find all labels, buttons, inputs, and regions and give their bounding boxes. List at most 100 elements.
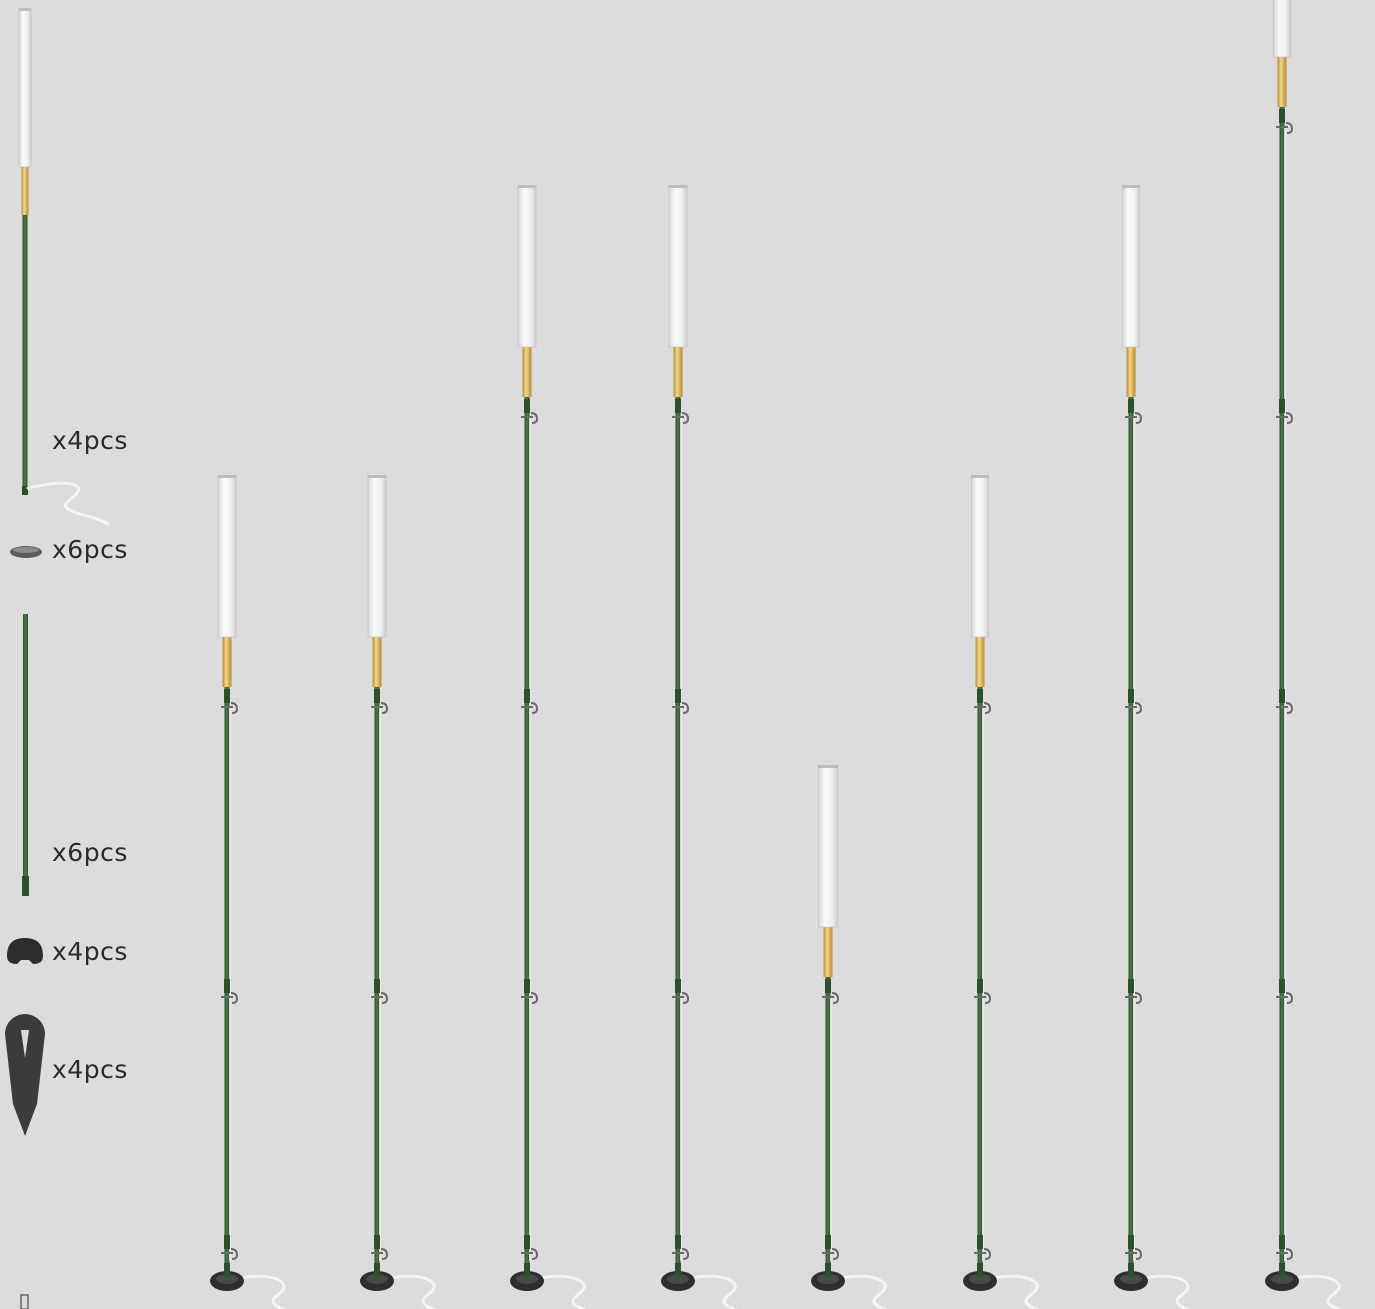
joint-clip [1125,1248,1143,1260]
green-pole [1128,397,1134,1271]
tube-cap [668,185,688,188]
base-plate-top [1271,1274,1293,1284]
brass-collar [222,637,232,687]
brass-collar [21,167,29,215]
ground-stake-part [5,1014,45,1136]
joint-clip [672,702,690,714]
base-clip [7,938,43,964]
joint-clip [672,412,690,424]
tube-cap [818,765,838,768]
stake-slot [21,1030,29,1058]
assembled-light [510,185,588,1309]
diffuser-tube [217,476,237,638]
pole-joint [374,689,380,703]
ground-stake-quantity: x4pcs [52,1055,128,1084]
pole-joint [675,1235,681,1249]
base-plate-top [1120,1274,1142,1284]
brass-collar [1277,57,1287,107]
connector-ring-part [10,546,42,558]
power-cable [686,1274,739,1309]
joint-clip [672,992,690,1004]
diffuser-tube [367,476,387,638]
assembled-light [1265,0,1343,1309]
base-plate-top [667,1274,689,1284]
tube-cap [217,475,237,478]
base-plate-top [216,1274,238,1284]
pole-joint [977,979,983,993]
pole-joint [1128,689,1134,703]
extension-pole [23,614,28,884]
base-stem [825,1263,831,1277]
assembled-light [963,475,1041,1309]
power-cable [535,1274,588,1309]
ground-stake [5,1014,45,1136]
power-cable [385,1274,438,1309]
power-cable [836,1274,889,1309]
parts-list [5,8,110,1309]
assembled-light [360,475,438,1309]
inner-cable [529,417,531,1261]
joint-clip [1276,1248,1294,1260]
power-cable [235,1274,288,1309]
brass-collar [522,347,532,397]
joint-clip [974,702,992,714]
base-stem [1279,1263,1285,1277]
pole-joint [1279,109,1285,123]
joint-clip [822,1248,840,1260]
pole-joint [675,399,681,413]
pole-joint [374,979,380,993]
diffuser-tube [971,476,989,638]
base-stem [374,1263,380,1277]
assembled-light [210,475,288,1309]
joint-clip [1276,412,1294,424]
base-plate-top [516,1274,538,1284]
base-clip-quantity: x4pcs [52,937,128,966]
pole-joint [374,1235,380,1249]
connector-ring-quantity: x6pcs [52,535,128,564]
power-cable [988,1274,1041,1309]
joint-clip [221,1248,239,1260]
joint-clip [1276,702,1294,714]
pole-joint [1279,399,1285,413]
pole-joint [1128,1235,1134,1249]
pole-joint [224,1235,230,1249]
extension-pole-quantity: x6pcs [52,838,128,867]
pole-joint [675,979,681,993]
joint-clip [974,1248,992,1260]
pole-joint [825,979,831,993]
diffuser-tube [1122,186,1140,348]
base-stem [675,1263,681,1277]
joint-clip [371,702,389,714]
diffuser-tube [18,9,32,168]
small-connector-icon [20,1294,29,1309]
tube-cap [367,475,387,478]
green-pole [22,215,28,490]
joint-clip [521,412,539,424]
diffuser-tube [668,186,688,348]
diffuser-tube [517,186,537,348]
inner-cable [680,417,682,1261]
base-stem [977,1263,983,1277]
base-plate-top [366,1274,388,1284]
joint-clip [822,992,840,1004]
assembled-light [661,185,739,1309]
joint-clip [221,702,239,714]
brass-collar [372,637,382,687]
pole-joint [1279,1235,1285,1249]
joint-clip [1125,702,1143,714]
pole-joint [524,689,530,703]
joint-clip [974,992,992,1004]
power-cable [1139,1274,1192,1309]
pole-joint [224,979,230,993]
joint-clip [1276,122,1294,134]
tube-cap [1122,185,1140,188]
base-stem [524,1263,530,1277]
ring-highlight [13,547,39,553]
brass-collar [975,637,985,687]
pole-joint [675,689,681,703]
base-plate-top [817,1274,839,1284]
joint-clip [521,992,539,1004]
green-pole [825,977,831,1271]
base-stem [1128,1263,1134,1277]
